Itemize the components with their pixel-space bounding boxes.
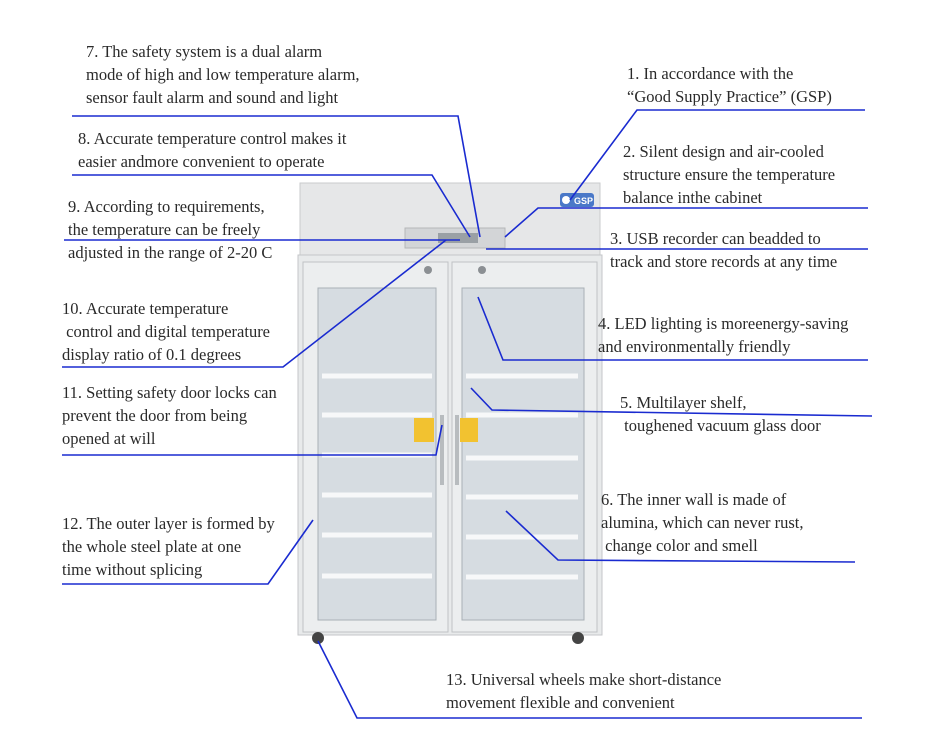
- leader-1: [569, 109, 865, 201]
- label-6-inner-wall: 6. The inner wall is made of alumina, wh…: [601, 490, 804, 555]
- leader-4: [477, 296, 868, 361]
- right-door-lock: [478, 266, 486, 274]
- leader-5: [470, 387, 873, 417]
- label-12-steel-plate: 12. The outer layer is formed by the who…: [62, 514, 275, 579]
- wheel-right: [572, 632, 584, 644]
- leader-7: [72, 115, 481, 238]
- left-door-lock: [424, 266, 432, 274]
- leader-13: [317, 640, 862, 719]
- leader-11: [62, 424, 443, 456]
- label-10-digital-display: 10. Accurate temperature control and dig…: [62, 299, 271, 364]
- gsp-badge-text: GSP: [574, 196, 593, 206]
- label-1-gsp-compliance: 1. In accordance with the “Good Supply P…: [627, 64, 832, 106]
- label-7-safety-system: 7. The safety system is a dual alarm mod…: [86, 42, 360, 107]
- right-door-handle: [455, 415, 459, 485]
- temperature-display: [438, 233, 478, 243]
- label-3-usb-recorder: 3. USB recorder can beadded to track and…: [610, 229, 838, 271]
- label-9-adjustable-range: 9. According to requirements, the temper…: [68, 197, 273, 262]
- left-door-handle: [440, 415, 444, 485]
- label-4-led-lighting: 4. LED lighting is moreenergy-saving and…: [598, 314, 849, 356]
- left-warning-label: [414, 418, 434, 442]
- leader-6: [505, 510, 856, 563]
- right-warning-label: [460, 418, 478, 442]
- label-2-silent-air-cooled: 2. Silent design and air-cooled structur…: [623, 142, 836, 207]
- gsp-badge: GSP: [560, 193, 594, 207]
- leader-2: [504, 207, 868, 238]
- label-13-universal-wheels: 13. Universal wheels make short-distance…: [446, 670, 722, 712]
- leader-8: [72, 174, 471, 238]
- label-5-multilayer-shelf: 5. Multilayer shelf, toughened vacuum gl…: [620, 393, 821, 435]
- wheel-left: [312, 632, 324, 644]
- right-door-glass: [461, 287, 585, 621]
- label-11-door-locks: 11. Setting safety door locks can preven…: [62, 383, 277, 448]
- leader-10: [62, 239, 447, 368]
- leader-12: [62, 519, 314, 585]
- label-8-temperature-control: 8. Accurate temperature control makes it…: [78, 129, 347, 171]
